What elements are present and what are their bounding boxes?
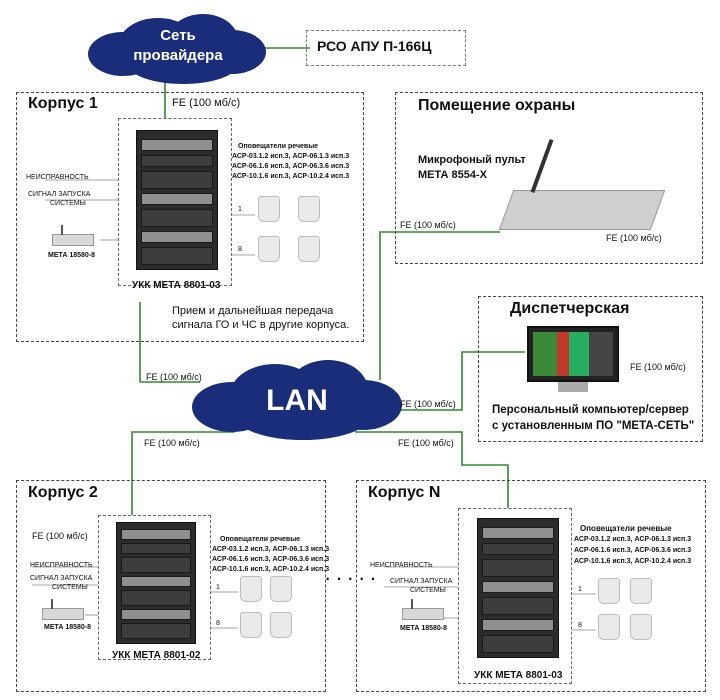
korpus2-speaker-4	[270, 612, 292, 638]
korpus2-speakers-title: Оповещатели речевые	[220, 536, 301, 543]
korpus1-mic-panel	[52, 225, 94, 246]
lan-fe-korpus1: FE (100 мб/с)	[146, 372, 202, 382]
korpus2-ukk: УКК МЕТА 8801-02	[112, 650, 201, 661]
provider-label-line2: провайдера	[133, 47, 223, 64]
lan-fe-korpusN: FE (100 мб/с)	[398, 438, 454, 448]
korpusN-speaker-3	[598, 614, 620, 640]
korpus2-mic-panel	[42, 599, 84, 620]
korpus1-ukk: УКК МЕТА 8801-03	[132, 280, 221, 291]
lan-fe-dispatch: FE (100 мб/с)	[400, 399, 456, 409]
korpusN-speakers-line1: АСР-03.1.2 исп.3, АСР-06.1.3 исп.3	[574, 536, 692, 543]
korpus1-line-top: 1	[238, 206, 242, 213]
korpusN-rack	[477, 518, 559, 658]
korpus1-note-line2: сигнала ГО и ЧС в другие корпуса.	[172, 319, 350, 331]
security-fe-right: FE (100 мб/с)	[606, 233, 662, 243]
korpusN-speaker-1	[598, 578, 620, 604]
lan-label: LAN	[266, 384, 328, 417]
korpus2-fault: НЕИСПРАВНОСТЬ	[30, 562, 93, 569]
korpus2-box	[16, 480, 326, 692]
korpusN-line-top: 1	[578, 586, 582, 593]
provider-label-line1: Сеть	[160, 27, 196, 44]
rso-label: РСО АПУ П-166Ц	[317, 38, 432, 54]
korpus1-box	[16, 92, 364, 342]
korpus2-speaker-1	[240, 576, 262, 602]
korpusN-title: Корпус N	[368, 484, 441, 501]
korpus2-speakers-line3: АСР-10.1.6 исп.3, АСР-10.2.4 исп.3	[212, 566, 330, 573]
korpusN-speaker-4	[630, 614, 652, 640]
korpus1-speakers-line2: АСР-06.1.6 исп.3, АСР-06.3.6 исп.3	[232, 163, 350, 170]
korpus2-speakers-line1: АСР-03.1.2 исп.3, АСР-06.1.3 исп.3	[212, 546, 330, 553]
korpus2-start-line2: СИСТЕМЫ	[52, 584, 88, 591]
dispatch-pc-line1: Персональный компьютер/сервер	[492, 404, 689, 416]
korpus1-title: Корпус 1	[28, 95, 98, 112]
korpus1-speaker-4	[298, 236, 320, 262]
lan-fe-korpus2: FE (100 мб/с)	[144, 438, 200, 448]
korpus2-speaker-2	[270, 576, 292, 602]
security-mic-console	[498, 190, 666, 230]
korpus1-speakers-title: Оповещатели речевые	[238, 143, 319, 150]
korpus1-speakers-line1: АСР-03.1.2 исп.3, АСР-06.1.3 исп.3	[232, 153, 350, 160]
korpus1-speaker-1	[258, 196, 280, 222]
dispatch-title: Диспетчерская	[510, 300, 630, 317]
korpusN-mic-panel	[402, 599, 444, 620]
korpusN-fault: НЕИСПРАВНОСТЬ	[370, 562, 433, 569]
korpus2-speakers-line2: АСР-06.1.6 исп.3, АСР-06.3.6 исп.3	[212, 556, 330, 563]
korpus1-rack-frame	[118, 118, 232, 286]
korpusN-mic-label: МЕТА 18580-8	[400, 625, 448, 632]
korpus2-speaker-3	[240, 612, 262, 638]
security-mic-line1: Микрофоный пульт	[418, 154, 526, 166]
dispatch-fe: FE (100 мб/с)	[630, 362, 686, 372]
security-mic-line2: МЕТА 8554-Х	[418, 169, 487, 181]
korpusN-start-line2: СИСТЕМЫ	[410, 587, 446, 594]
korpus1-start-line1: СИГНАЛ ЗАПУСКА	[28, 191, 91, 198]
korpus1-fe: FE (100 мб/с)	[172, 97, 241, 109]
ellipsis-separator: ·····	[324, 565, 381, 590]
dispatch-monitor-stand	[558, 382, 588, 392]
dispatch-monitor	[527, 326, 619, 382]
korpusN-ukk: УКК МЕТА 8801-03	[474, 670, 563, 681]
korpusN-box	[356, 480, 706, 692]
korpus2-mic-label: МЕТА 18580-8	[44, 624, 92, 631]
korpus2-line-bottom: 8	[216, 620, 220, 627]
dispatch-box	[478, 296, 703, 442]
korpusN-speakers-line3: АСР-10.1.6 исп.3, АСР-10.2.4 исп.3	[574, 558, 692, 565]
korpusN-line-bottom: 8	[578, 622, 582, 629]
security-title: Помещение охраны	[418, 97, 576, 114]
lan-cloud: LAN	[192, 360, 402, 442]
korpus2-title: Корпус 2	[28, 484, 98, 501]
korpusN-speakers-title: Оповещатели речевые	[580, 524, 672, 533]
korpusN-start-line1: СИГНАЛ ЗАПУСКА	[390, 578, 453, 585]
korpusN-speakers-line2: АСР-06.1.6 исп.3, АСР-06.3.6 исп.3	[574, 547, 692, 554]
korpus1-rack	[136, 130, 218, 270]
security-box	[395, 92, 703, 264]
korpus1-fault: НЕИСПРАВНОСТЬ	[26, 174, 89, 181]
korpus2-rack	[116, 522, 196, 644]
provider-cloud: Сеть провайдера	[88, 14, 268, 86]
korpus1-line-bottom: 8	[238, 246, 242, 253]
korpus1-note-line1: Прием и дальнейшая передача	[172, 305, 334, 317]
dispatch-pc-line2: с установленным ПО "МЕТА-СЕТЬ"	[492, 420, 695, 432]
korpus2-start-line1: СИГНАЛ ЗАПУСКА	[30, 575, 93, 582]
korpus2-fe: FE (100 мб/с)	[32, 531, 88, 541]
rso-box	[306, 30, 466, 66]
korpusN-rack-frame	[458, 508, 572, 684]
korpus2-rack-frame	[98, 515, 211, 660]
korpus1-speaker-2	[298, 196, 320, 222]
korpus1-start-line2: СИСТЕМЫ	[50, 200, 86, 207]
korpus2-line-top: 1	[216, 584, 220, 591]
korpus1-speakers-line3: АСР-10.1.6 исп.3, АСР-10.2.4 исп.3	[232, 173, 350, 180]
security-fe-left: FE (100 мб/с)	[400, 220, 456, 230]
korpus1-speaker-3	[258, 236, 280, 262]
korpus1-mic-label: МЕТА 18580-8	[48, 252, 96, 259]
korpusN-speaker-2	[630, 578, 652, 604]
